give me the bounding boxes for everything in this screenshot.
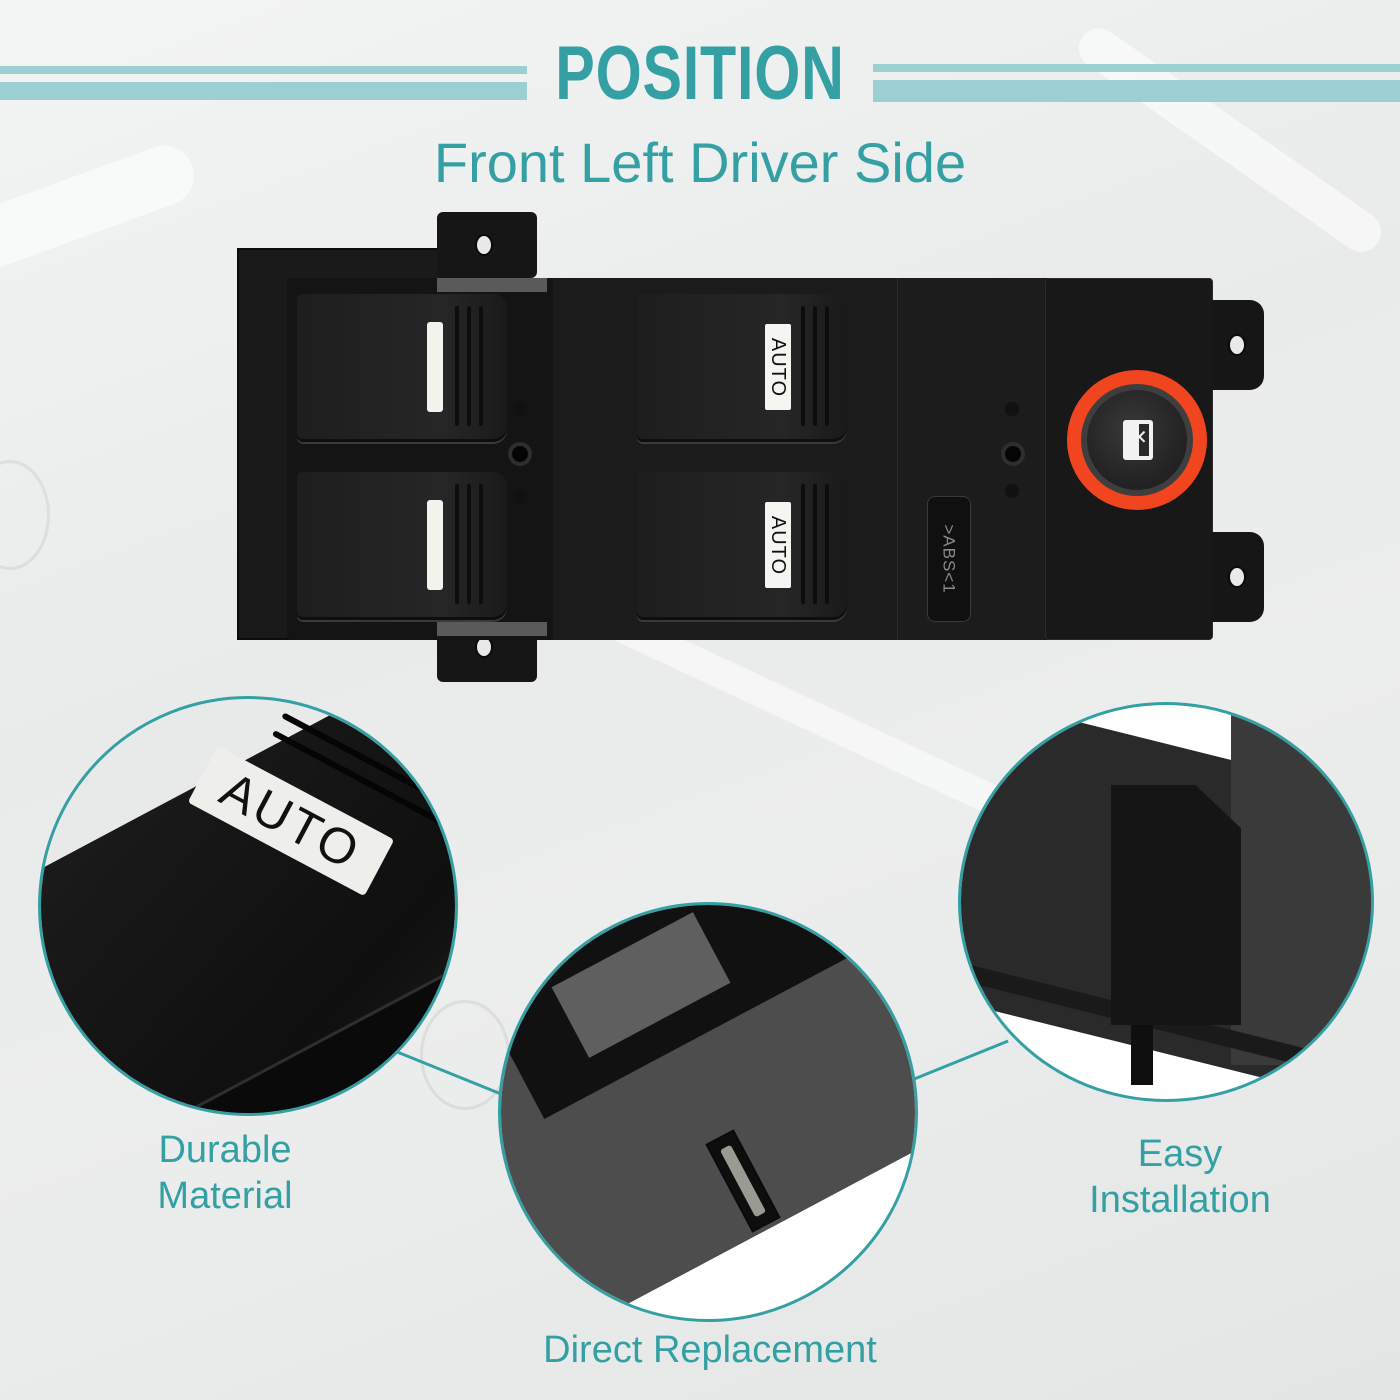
clip-block [1111,785,1241,1025]
label-durable-material: Durable Material [157,1129,293,1217]
connector-line [907,1039,1009,1083]
auto-label: AUTO [765,502,791,588]
dimple [513,402,527,416]
window-lock-icon [1123,420,1153,460]
rocker-rear-left[interactable] [297,472,507,620]
dimple [1005,402,1019,416]
rocker-front-right[interactable]: AUTO [637,294,847,442]
window-lock-button[interactable] [1067,370,1207,510]
mounting-ear-top [1212,300,1264,390]
mounting-tab-top [437,212,537,278]
mounting-ear-bottom [1212,532,1264,622]
rail-bottom-left [437,622,547,636]
callout-easy-installation [958,702,1374,1102]
dimple [1005,484,1019,498]
label-direct-replacement: Direct Replacement [543,1329,877,1371]
page-subtitle: Front Left Driver Side [433,131,967,194]
screw-hole-left [508,442,532,466]
label-easy-installation: Easy Installation [1089,1133,1271,1221]
window-switch-product: AUTO AUTO >ABS<1 [237,212,1267,682]
screw-hole-right [1001,442,1025,466]
material-marking: >ABS<1 [927,496,971,622]
rocker-front-left[interactable] [297,294,507,442]
callout-direct-replacement [498,902,918,1322]
indicator-bar [427,322,443,412]
indicator-bar [427,500,443,590]
dimple [513,490,527,504]
callout-durable-material: AUTO [38,696,458,1116]
rocker-rear-right[interactable]: AUTO [637,472,847,620]
background-knob-ghost [0,460,50,570]
page-title: POSITION [555,31,845,116]
auto-label: AUTO [765,324,791,410]
rail-top-left [437,278,547,292]
